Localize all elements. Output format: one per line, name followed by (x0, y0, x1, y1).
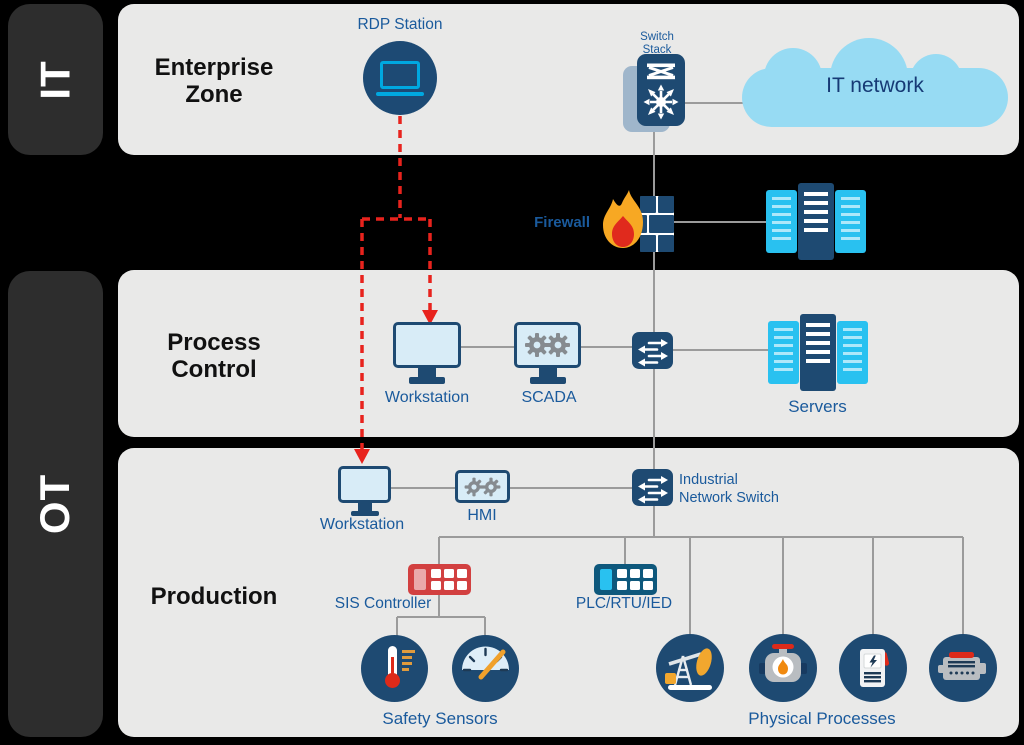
sis-controller-label: SIS Controller (334, 595, 432, 612)
pressure-gauge-icon (452, 635, 519, 702)
it-network-cloud: IT network (742, 38, 1008, 127)
enterprise-zone-title: Enterprise Zone (154, 54, 274, 108)
scada-icon (514, 322, 581, 368)
boiler-valve-icon (749, 634, 817, 702)
hmi-label: HMI (467, 507, 497, 524)
industrial-network-switch-label: Industrial Network Switch (679, 472, 779, 506)
rdp-attack-path (360, 116, 432, 449)
production-zone-title: Production (150, 583, 278, 610)
switch-stack-label: Switch Stack (640, 31, 674, 56)
firewall-label: Firewall (534, 214, 590, 231)
process-switch-icon (632, 332, 673, 369)
firewall-brick-wall (640, 196, 674, 252)
laptop-icon (380, 60, 420, 89)
process-control-zone-title: Process Control (167, 329, 261, 383)
hmi-icon (455, 470, 510, 503)
rdp-station-icon (363, 41, 437, 115)
motor-engine-icon (929, 634, 997, 702)
temperature-sensor-icon (361, 635, 428, 702)
gears-icon (464, 477, 500, 496)
firewall-flame-icon (603, 190, 643, 248)
plc-rtu-ied-icon (594, 564, 657, 595)
industrial-network-switch-icon (632, 469, 673, 506)
power-meter-icon (839, 634, 907, 702)
ot-rail: OT (8, 271, 103, 737)
gears-icon (524, 333, 570, 357)
it-dmz-servers-icon (766, 183, 866, 260)
plc-rtu-ied-label: PLC/RTU/IED (575, 595, 673, 612)
production-workstation-label: Workstation (319, 516, 405, 533)
physical-processes-label: Physical Processes (748, 709, 896, 728)
process-workstation-label: Workstation (384, 389, 470, 406)
rdp-station-label: RDP Station (357, 16, 443, 33)
thermometer-bulb (385, 673, 400, 688)
switch-stack-icon (637, 54, 685, 126)
safety-sensors-label: Safety Sensors (382, 709, 498, 728)
process-servers-label: Servers (788, 397, 847, 416)
it-rail: IT (8, 4, 103, 155)
process-workstation-icon (393, 322, 461, 368)
it-network-label: IT network (826, 74, 924, 97)
scada-label: SCADA (521, 389, 577, 406)
sis-controller-icon (408, 564, 471, 595)
process-servers-icon (768, 314, 868, 391)
production-workstation-icon (338, 466, 391, 503)
oil-pumpjack-icon (656, 634, 724, 702)
